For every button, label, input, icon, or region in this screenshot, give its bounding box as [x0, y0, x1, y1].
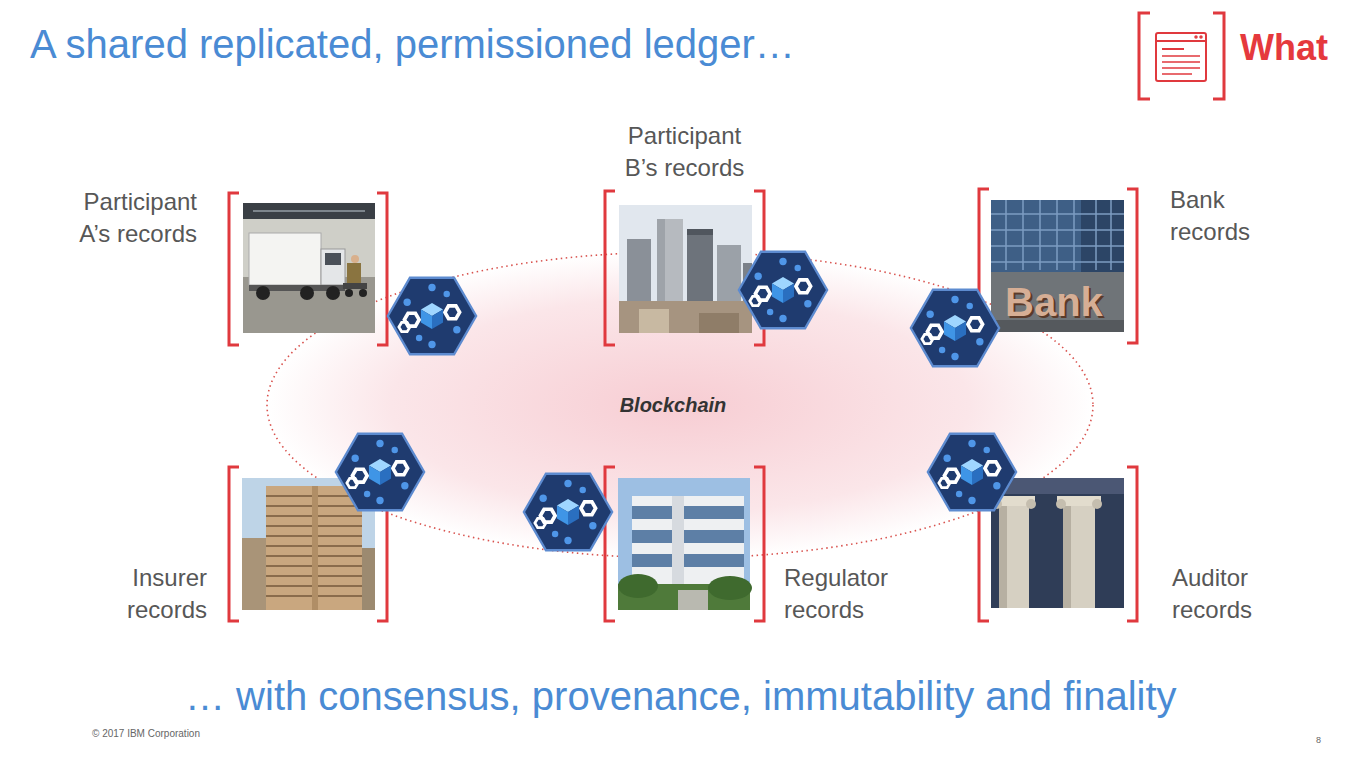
section-icon — [1139, 13, 1224, 99]
bank-photo — [991, 200, 1124, 332]
skyline-photo — [619, 205, 752, 333]
participant-label: Auditor records — [1172, 562, 1302, 626]
sign-text: Bank — [1005, 280, 1103, 324]
participant-label: Participant A’s records — [67, 186, 197, 250]
page-number: 8 — [1316, 736, 1321, 746]
office-photo — [618, 478, 752, 610]
participant-label: Bank records — [1170, 184, 1300, 248]
participant-label: Insurer records — [77, 562, 207, 626]
truck-photo — [243, 203, 375, 333]
ellipse-label: Blockchain — [620, 394, 727, 417]
participant-label: Regulator records — [784, 562, 914, 626]
columns-photo — [991, 478, 1124, 608]
blockchain-icon — [336, 252, 1016, 551]
slide-title: A shared replicated, permissioned ledger… — [30, 20, 795, 68]
photo-bracket — [229, 189, 1137, 621]
copyright-note: © 2017 IBM Corporation — [92, 728, 200, 739]
participant-label: Participant B’s records — [620, 120, 750, 184]
slide-caption: … with consensus, provenance, immutabili… — [185, 672, 1177, 720]
section-tag: What — [1240, 28, 1328, 68]
